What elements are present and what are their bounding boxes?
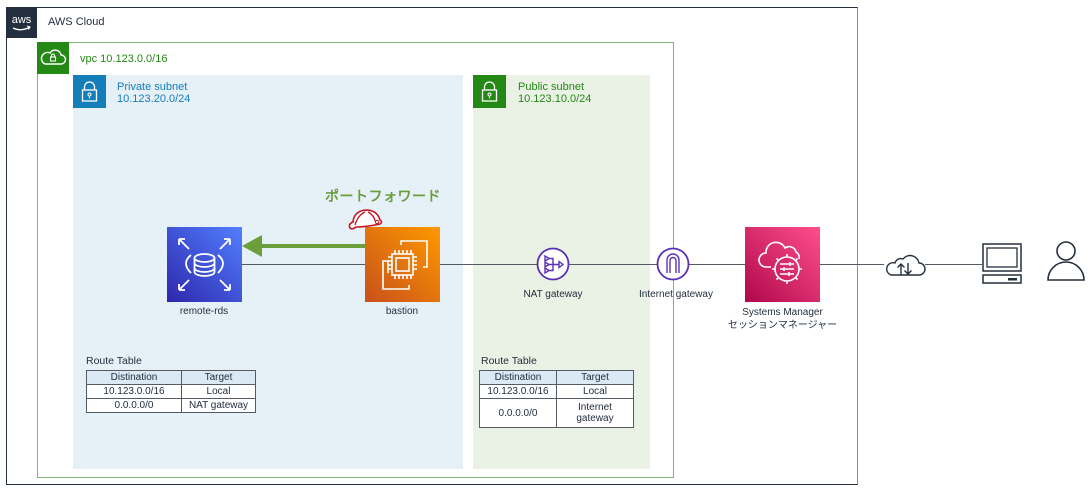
rds-icon [178, 238, 231, 291]
connector-internet-client [925, 264, 982, 265]
public-rt-header-target: Target [556, 370, 634, 385]
private-rt-target: Local [181, 384, 256, 399]
public-route-table: Distination Target 10.123.0.0/16 Local 0… [479, 370, 634, 428]
public-rt-header-destination: Distination [479, 370, 557, 385]
public-subnet-name: Public subnet [518, 81, 585, 93]
aws-cloud-title: AWS Cloud [48, 16, 105, 28]
svg-text:aws: aws [12, 14, 32, 26]
rds-node[interactable] [167, 227, 242, 302]
bastion-node[interactable] [365, 227, 440, 302]
systems-manager-icon [758, 241, 802, 284]
connector-rds-bastion [242, 264, 365, 265]
systems-manager-label-line1: Systems Manager [742, 307, 823, 318]
systems-manager-node[interactable] [745, 227, 820, 302]
connector-bastion-nat [440, 264, 537, 265]
systems-manager-label: Systems Manager セッションマネージャー [715, 306, 850, 332]
table-row: 10.123.0.0/16 Local [86, 384, 256, 399]
private-subnet-cidr: 10.123.20.0/24 [117, 93, 191, 105]
port-forward-arrow [242, 235, 366, 257]
connector-ssm-internet [820, 264, 884, 265]
public-subnet-title: Public subnet 10.123.10.0/24 [518, 81, 591, 105]
ec2-icon [382, 240, 428, 290]
connector-nat-igw [569, 264, 657, 265]
private-route-table-title: Route Table [86, 355, 142, 367]
user-icon [1047, 241, 1085, 281]
internet-gateway-label: Internet gateway [639, 289, 713, 300]
rds-label: remote-rds [179, 306, 229, 317]
connector-igw-ssm [689, 264, 745, 265]
public-rt-dest: 10.123.0.0/16 [479, 384, 557, 399]
table-row: 10.123.0.0/16 Local [479, 384, 634, 399]
private-route-table: Distination Target 10.123.0.0/16 Local 0… [86, 370, 256, 413]
cloud-upload-download-icon [885, 254, 926, 276]
private-rt-target: NAT gateway [181, 398, 256, 413]
systems-manager-label-line2: セッションマネージャー [727, 320, 838, 331]
aws-cloud-group [6, 7, 858, 485]
private-rt-header-target: Target [181, 370, 256, 385]
public-rt-target: Local [556, 384, 634, 399]
public-rt-dest: 0.0.0.0/0 [479, 398, 557, 428]
hard-hat-icon [348, 209, 383, 230]
private-rt-header-destination: Distination [86, 370, 182, 385]
private-rt-dest: 10.123.0.0/16 [86, 384, 182, 399]
bastion-label: bastion [385, 306, 419, 317]
private-rt-dest: 0.0.0.0/0 [86, 398, 182, 413]
nat-gateway-icon[interactable] [536, 247, 570, 281]
internet-gateway-icon[interactable] [656, 247, 690, 281]
port-forward-label: ポートフォワード [325, 188, 441, 204]
private-subnet-name: Private subnet [117, 81, 188, 93]
table-row: 0.0.0.0/0 Internet gateway [479, 398, 634, 428]
desktop-computer-icon[interactable] [981, 243, 1025, 285]
table-row: 0.0.0.0/0 NAT gateway [86, 398, 256, 413]
public-route-table-title: Route Table [481, 355, 537, 367]
public-subnet-cidr: 10.123.10.0/24 [518, 93, 592, 105]
aws-logo-icon: aws [6, 7, 37, 38]
public-rt-target: Internet gateway [556, 398, 634, 428]
vpc-cloud-lock-icon [37, 42, 69, 74]
vpc-title: vpc 10.123.0.0/16 [80, 53, 168, 65]
nat-gateway-label: NAT gateway [523, 289, 583, 300]
public-subnet-lock-icon [473, 75, 506, 108]
private-subnet-title: Private subnet 10.123.20.0/24 [117, 81, 190, 105]
private-subnet-lock-icon [73, 75, 106, 108]
